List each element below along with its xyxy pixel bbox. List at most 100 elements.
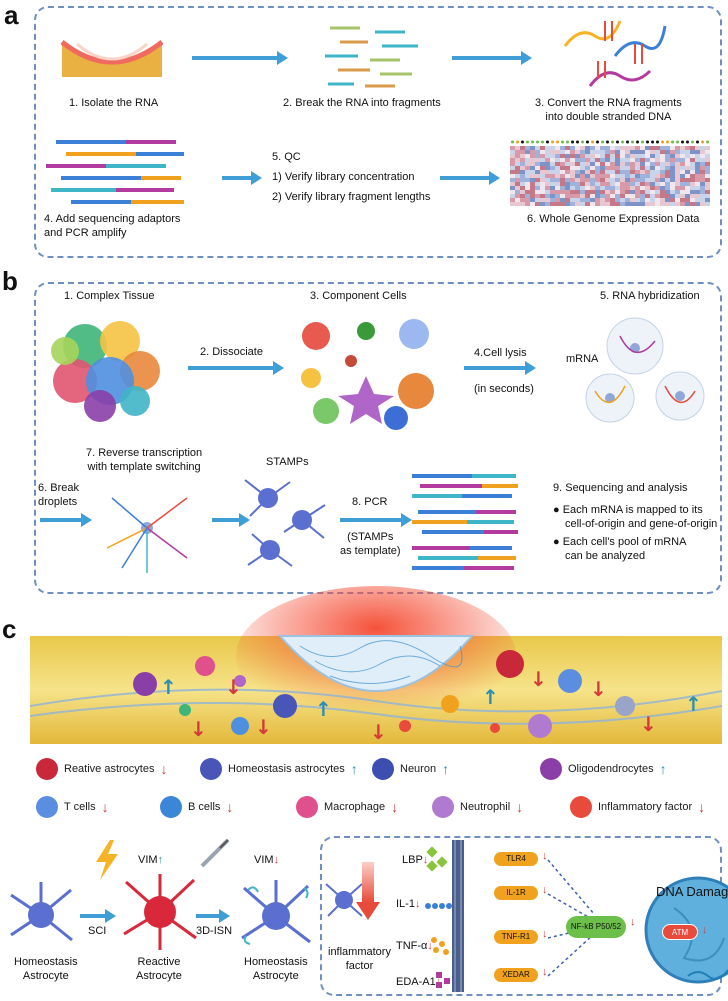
syringe-icon (200, 838, 230, 868)
panel-c-letter: c (2, 614, 17, 644)
svg-text:↓: ↓ (190, 717, 207, 741)
legend-item: B cells ↓ (160, 796, 233, 818)
il1r-pill: IL-1R (494, 886, 538, 900)
arrow-a1 (192, 51, 288, 65)
homeostasis-astrocyte-1-illustration (10, 882, 73, 942)
homeostasis-astrocyte-icon (200, 758, 222, 780)
legend-item: Neutrophil ↓ (432, 796, 523, 818)
legend-item: Inflammatory factor↓ (570, 796, 705, 818)
rna-fragments-illustration (325, 26, 418, 88)
b-cell-icon (160, 796, 182, 818)
legend-trend-arrow: ↑ (350, 761, 358, 777)
arrow-isn (196, 909, 230, 923)
svg-text:↓: ↓ (255, 715, 272, 739)
neuron-icon (372, 758, 394, 780)
lbp-receptor-icon (426, 846, 448, 872)
tnfr1-arrow: ↓ (542, 928, 548, 940)
library-fragments-illustration (46, 140, 184, 204)
pcr-library-illustration (412, 474, 518, 570)
arrow-sci (80, 909, 116, 923)
xedar-pill: XEDAR (494, 968, 538, 982)
stamps-label: STAMPs (266, 456, 309, 468)
xedar-arrow: ↓ (542, 966, 548, 978)
macrophage-icon (296, 796, 318, 818)
t-cell-icon (36, 796, 58, 818)
svg-text:↑: ↑ (160, 675, 177, 699)
tnfa-label: TNF-α↓ (396, 940, 433, 952)
atm-arrow: ↓ (702, 924, 708, 936)
legend-label: Reative astrocytes (64, 763, 155, 775)
legend-trend-arrow: ↓ (101, 799, 109, 815)
arrow-a3 (222, 171, 262, 185)
legend-label: B cells (188, 801, 221, 813)
reverse-transcription-illustration (106, 497, 188, 573)
step-a2-label: 2. Break the RNA into fragments (283, 97, 441, 109)
arrow-a4 (440, 171, 500, 185)
svg-text:↑: ↑ (482, 685, 499, 709)
legend-trend-arrow: ↓ (391, 799, 399, 815)
reactive-astrocyte-illustration (123, 874, 197, 950)
signaling-dashed-arrows (547, 859, 595, 977)
tnfa-receptor-icon (431, 937, 449, 955)
legend-label: Neutrophil (460, 801, 511, 813)
legend-label: T cells (64, 801, 96, 813)
astrocyte-infl-illustration (325, 883, 363, 917)
step-b3-label: 3. Component Cells (310, 290, 407, 302)
legend-trend-arrow: ↓ (698, 799, 706, 815)
svg-text:↓: ↓ (530, 667, 547, 691)
bullet-b2: ● Each cell's pool of mRNA can be analyz… (553, 536, 687, 562)
step-b5-label: 5. RNA hybridization (600, 290, 700, 302)
legend-label: Neuron (400, 763, 437, 775)
legend-label: Oligodendrocytes (568, 763, 654, 775)
mrna-label: mRNA (566, 353, 599, 365)
il1-label: IL-1↓ (396, 898, 421, 910)
sci-label: SCI (88, 925, 107, 937)
legend-label: Homeostasis astrocytes (228, 763, 345, 775)
step-b8-label: 8. PCR (352, 496, 388, 508)
nfkb-pill: NF-kB P50/52 (566, 916, 626, 938)
arrow-b1 (188, 361, 284, 375)
il1r-arrow: ↓ (542, 884, 548, 896)
neutrophil-icon (432, 796, 454, 818)
rna-hybridization-illustration (585, 317, 705, 423)
arrow-b3 (40, 513, 92, 527)
step-b1-label: 1. Complex Tissue (64, 290, 155, 302)
step-a5-title: 5. QC (272, 151, 301, 163)
legend-trend-arrow: ↓ (516, 799, 524, 815)
expression-heatmap-illustration (510, 140, 710, 206)
step-b4-sub: (in seconds) (474, 383, 534, 395)
stamps-illustration (244, 479, 326, 567)
arrow-b5 (340, 513, 412, 527)
svg-text:↓: ↓ (370, 720, 387, 744)
rna-tissue-illustration (60, 40, 164, 77)
step-a6-label: 6. Whole Genome Expression Data (527, 213, 700, 225)
legend-item: T cells ↓ (36, 796, 109, 818)
panel-a-letter: a (4, 0, 19, 30)
bullet-b1: ● Each mRNA is mapped to its cell-of-ori… (553, 504, 718, 530)
dna-damage-label: DNA Damage (656, 884, 728, 899)
step-b4-label: 4.Cell lysis (474, 347, 527, 359)
legend-trend-arrow: ↓ (226, 799, 234, 815)
legend-label: Macrophage (324, 801, 386, 813)
panel-b-letter: b (2, 266, 18, 296)
inflammatory-factor-icon (570, 796, 592, 818)
cell-membrane-illustration (452, 840, 464, 992)
oligodendrocyte-icon (540, 758, 562, 780)
vim-up-label: VIM↑ (138, 854, 164, 866)
step-a1-label: 1. Isolate the RNA (69, 97, 159, 109)
complex-tissue-illustration (51, 321, 160, 422)
spinal-cord-illustration: ↑↓ ↓↓ ↑↓ ↑↓ ↓↓ ↑ (29, 586, 723, 744)
legend-item: Macrophage ↓ (296, 796, 398, 818)
atm-pill: ATM (662, 924, 698, 940)
eda-receptor-icon (436, 972, 450, 988)
arrow-a2 (452, 51, 532, 65)
legend-item: Neuron↑ (372, 758, 449, 780)
arrow-b2 (464, 361, 536, 375)
